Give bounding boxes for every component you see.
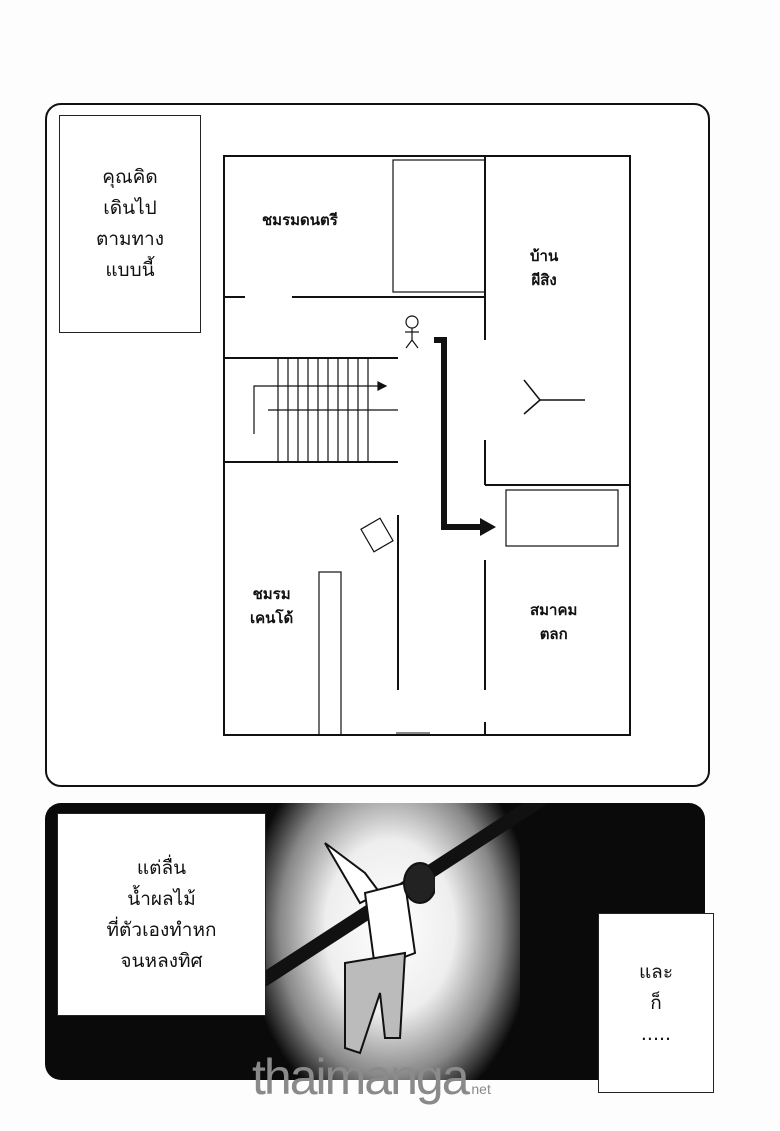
narration-line: ตามทาง: [95, 228, 164, 250]
watermark-suffix: .net: [467, 1081, 491, 1097]
path-arrow: [434, 337, 496, 536]
narration-line: .....: [640, 1022, 672, 1045]
room-label: ตลก: [539, 625, 568, 643]
room-label: เคนโด้: [250, 609, 294, 627]
building-outline: [223, 155, 631, 736]
narration-line: ก็: [650, 991, 662, 1014]
narration-line: จนหลงทิศ: [120, 949, 203, 972]
room-label: ชมรมดนตรี: [262, 211, 338, 229]
room-label: สมาคม: [530, 601, 578, 619]
stairs: [253, 358, 398, 462]
room-haunted-house: บ้านผีสิง: [530, 244, 558, 292]
room-label: บ้าน: [530, 247, 559, 265]
room-label: ชมรม: [252, 585, 291, 603]
floor-plan: [223, 155, 631, 736]
narration-box-top: คุณคิด เดินไป ตามทาง แบบนี้: [59, 115, 201, 333]
character-panel: [45, 803, 705, 1080]
y-junction-icon: [523, 379, 585, 415]
narration-line: และ: [638, 960, 674, 983]
kendo-rack: [318, 571, 342, 736]
music-storage: [392, 159, 486, 293]
narration-line: ที่ตัวเองทำหก: [106, 918, 217, 941]
room-label: ผีสิง: [531, 271, 557, 289]
narration-line: เดินไป: [103, 197, 157, 219]
narration-box-right: และ ก็ .....: [598, 913, 714, 1093]
narration-box-left: แต่ลื่น น้ำผลไม้ ที่ตัวเองทำหก จนหลงทิศ: [57, 813, 266, 1016]
narration-line: แบบนี้: [105, 259, 155, 281]
character-illustration: [324, 842, 435, 1055]
room-comedy-society: สมาคมตลก: [530, 598, 577, 646]
room-kendo-club: ชมรมเคนโด้: [250, 582, 293, 630]
narration-line: แต่ลื่น: [136, 856, 187, 879]
watermark: thaimanga.net: [252, 1048, 491, 1106]
watermark-main: thaimanga: [252, 1049, 469, 1105]
narration-line: คุณคิด: [102, 166, 158, 188]
room-music-club: ชมรมดนตรี: [262, 208, 338, 232]
narration-line: น้ำผลไม้: [127, 887, 196, 910]
person-icon: [405, 315, 419, 349]
